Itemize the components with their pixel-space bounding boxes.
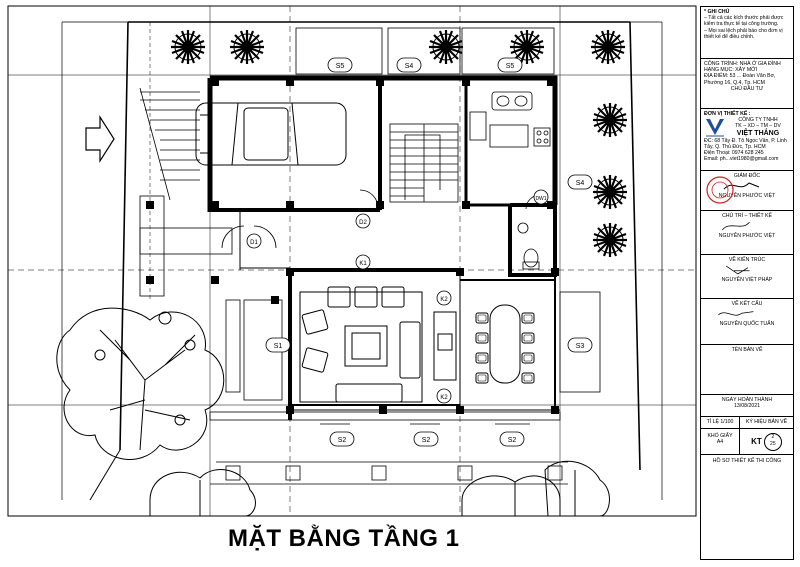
driveway: [139, 87, 200, 201]
sheet-number: 2: [771, 433, 775, 440]
scale: TỈ LỆ 1/100: [701, 417, 740, 428]
arch-label: VẼ KIẾN TRÚC: [728, 257, 766, 263]
project-category: HẠNG MỤC: XÂY MỚI: [704, 67, 758, 74]
sheet-total: 25: [770, 440, 776, 447]
arch-name: NGUYỄN VIỆT PHÁP: [721, 277, 773, 284]
director-signature-icon: [723, 182, 760, 190]
car-icon: [195, 102, 347, 166]
arch-cell: VẼ KIẾN TRÚC NGUYỄN VIỆT PHÁP: [701, 255, 793, 299]
company-stamp-icon: [706, 176, 734, 204]
room-tag-labels: S5 S4 S5 S4 S3 S1 S2 S2 S2 D2 D1 K1 K2 K…: [250, 63, 584, 444]
project-address: ĐỊA ĐIỂM: 53 ... Đoàn Văn Bơ, Phường 16,…: [704, 73, 776, 86]
lead-name: NGUYỄN PHƯỚC VIỆT: [718, 233, 776, 240]
drawing-title: MẶT BẰNG TẦNG 1: [228, 525, 460, 552]
arch-signature-icon: [726, 265, 750, 275]
sheet-name-cell: TÊN BẢN VẼ: [701, 345, 793, 395]
trees-right: [591, 101, 629, 259]
tag-s4-top: S4: [405, 63, 414, 70]
struct-label: VẼ KẾT CẤU: [731, 301, 763, 307]
large-tree-left: [56, 307, 225, 460]
tag-s4: S4: [576, 180, 585, 187]
tag-dw1: DW1: [535, 196, 546, 202]
tag-s2-c: S2: [508, 437, 517, 444]
trees-top: [169, 28, 627, 66]
tag-s5-a: S5: [336, 63, 345, 70]
lead-cell: CHỦ TRÌ – THIẾT KẾ NGUYỄN PHƯỚC VIỆT: [701, 211, 793, 255]
shrubs-bottom: [149, 460, 610, 517]
struct-name: NGUYỄN QUỐC TUẤN: [719, 321, 775, 328]
notes-line-2: – Mọi sai lệch phải báo cho đơn vị thiết…: [704, 27, 783, 40]
completion-cell: NGÀY HOÀN THÀNH 13/08/2021: [701, 395, 793, 417]
front-steps: [209, 411, 568, 485]
paper-size: A4: [716, 439, 724, 446]
floor-plan: S5 S4 S5 S4 S3 S1 S2 S2 S2 D2 D1 K1 K2 K…: [7, 5, 697, 517]
tag-k2-bottom: K2: [440, 395, 448, 401]
tag-k1: K1: [359, 261, 367, 267]
director-label: GIÁM ĐỐC: [733, 173, 761, 179]
tag-s3: S3: [576, 343, 585, 350]
company-logo-icon: [706, 119, 724, 137]
footer-cell: HỒ SƠ THIẾT KẾ THI CÔNG: [701, 455, 793, 469]
paper-row: KHỔ GIẤY A4 KT 2 25: [701, 429, 793, 455]
struct-signature-icon: [718, 311, 754, 316]
title-block: * GHI CHÚ – Tất cả các kích thước phải đ…: [700, 6, 794, 560]
sheet-code: KT: [751, 437, 762, 446]
staircase: [389, 123, 459, 203]
building-walls: [207, 75, 560, 420]
planters-top: [295, 27, 555, 75]
notes-header: * GHI CHÚ: [704, 9, 730, 15]
director-name: NGUYỄN PHƯỚC VIỆT: [718, 193, 776, 200]
sheet-name-label: TÊN BẢN VẼ: [731, 347, 763, 353]
project-name: CÔNG TRÌNH: NHÀ Ở GIA ĐÌNH: [704, 61, 781, 67]
tag-s5-b: S5: [506, 63, 515, 70]
tag-s2-a: S2: [338, 437, 347, 444]
company-line-1: CÔNG TY TNHH: [738, 117, 778, 124]
doors: [221, 189, 541, 425]
tag-s2-b: S2: [422, 437, 431, 444]
footer-text: HỒ SƠ THIẾT KẾ THI CÔNG: [712, 458, 782, 464]
completion-date: 13/08/2021: [734, 403, 760, 410]
living-room-furniture: [299, 286, 457, 403]
company-address: ĐC: 68 Tây Đ. Tô Ngọc Vân, P. Linh Tây, …: [704, 137, 787, 150]
notes-line-1: – Tất cả các kích thước phải được kiểm t…: [704, 15, 784, 28]
symbol-label: KÝ HIỆU BẢN VẼ: [745, 419, 788, 425]
completion-label: NGÀY HOÀN THÀNH: [721, 397, 773, 403]
entry-arrow: [85, 114, 115, 164]
room-tags: [246, 57, 593, 447]
tag-d1: D1: [250, 240, 258, 246]
design-unit-label: ĐƠN VỊ THIẾT KẾ :: [704, 111, 751, 117]
project-cell: CÔNG TRÌNH: NHÀ Ở GIA ĐÌNH HẠNG MỤC: XÂY…: [701, 59, 793, 109]
company-phone: Điện Thoại: 0974 628 245: [704, 150, 764, 157]
dining-table: [475, 291, 601, 393]
company-name: VIỆT THẮNG: [736, 129, 780, 137]
struct-cell: VẼ KẾT CẤU NGUYỄN QUỐC TUẤN: [701, 299, 793, 345]
design-unit-cell: ĐƠN VỊ THIẾT KẾ : CÔNG TY TNHH TK – XD –…: [701, 109, 793, 171]
company-email: Email: ph...viet1980@gmail.com: [704, 156, 779, 163]
tag-d2: D2: [359, 220, 367, 226]
scale-row: TỈ LỆ 1/100 KÝ HIỆU BẢN VẼ: [701, 417, 793, 429]
lead-label: CHỦ TRÌ – THIẾT KẾ: [722, 213, 772, 219]
notes-cell: * GHI CHÚ – Tất cả các kích thước phải đ…: [701, 7, 793, 59]
company-line-2: TK – XD – TM – DV: [735, 123, 781, 130]
project-owner: CHỦ ĐẦU TƯ: [730, 85, 764, 92]
sheet-number-badge: 2 25: [763, 432, 782, 451]
tag-s1: S1: [274, 343, 283, 350]
tag-k2-top: K2: [440, 297, 448, 303]
kitchen-fixtures: [469, 91, 551, 148]
lead-signature-icon: [722, 222, 750, 231]
paper-label: KHỔ GIẤY: [707, 433, 733, 439]
director-cell: GIÁM ĐỐC NGUYỄN PHƯỚC VIỆT: [701, 171, 793, 211]
toilet-fixtures: [517, 222, 540, 270]
